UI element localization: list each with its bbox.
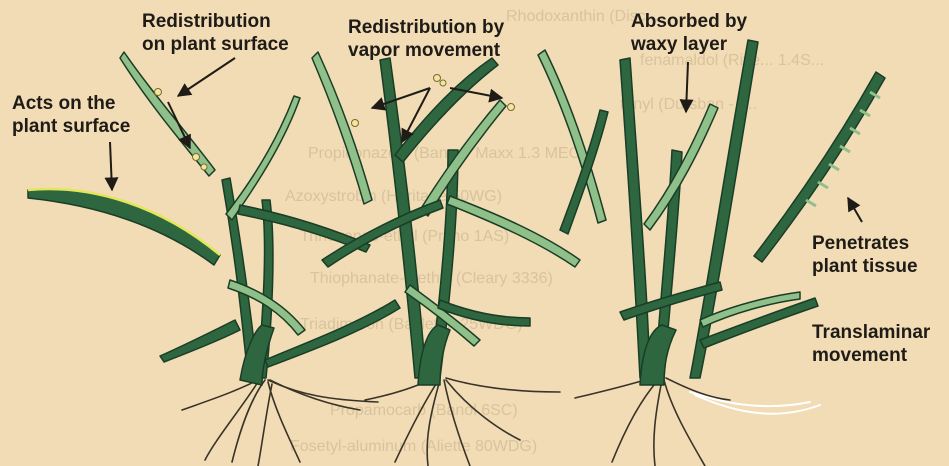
- arrow-waxy-layer: [686, 62, 688, 112]
- label-translaminar: Translaminar movement: [812, 321, 930, 367]
- leaf: [160, 320, 240, 362]
- arrow-redistribution-surface-2: [178, 58, 235, 96]
- plant-roots: [182, 376, 730, 466]
- label-redistribution-vapor: Redistribution by vapor movement: [348, 16, 504, 62]
- droplet: [193, 154, 200, 161]
- droplet: [434, 75, 441, 82]
- leaf: [395, 58, 498, 162]
- arrow-penetrates: [848, 198, 862, 222]
- leaf-waxy: [644, 104, 718, 230]
- label-redistribution-surface: Redistribution on plant surface: [142, 10, 289, 56]
- droplet: [508, 104, 515, 111]
- leaf: [120, 52, 215, 176]
- label-absorbed-waxy: Absorbed by waxy layer: [631, 10, 747, 56]
- label-penetrates-tissue: Penetrates plant tissue: [812, 232, 918, 278]
- droplet: [155, 89, 162, 96]
- tissue-stripes: [806, 92, 880, 206]
- stem: [620, 58, 650, 378]
- droplet: [440, 80, 446, 86]
- arrow-acts-on-surface: [110, 142, 112, 190]
- droplet: [352, 120, 359, 127]
- leaf: [447, 196, 580, 267]
- label-acts-on-surface: Acts on the plant surface: [12, 92, 130, 138]
- droplet: [201, 164, 207, 170]
- leaf: [312, 52, 372, 204]
